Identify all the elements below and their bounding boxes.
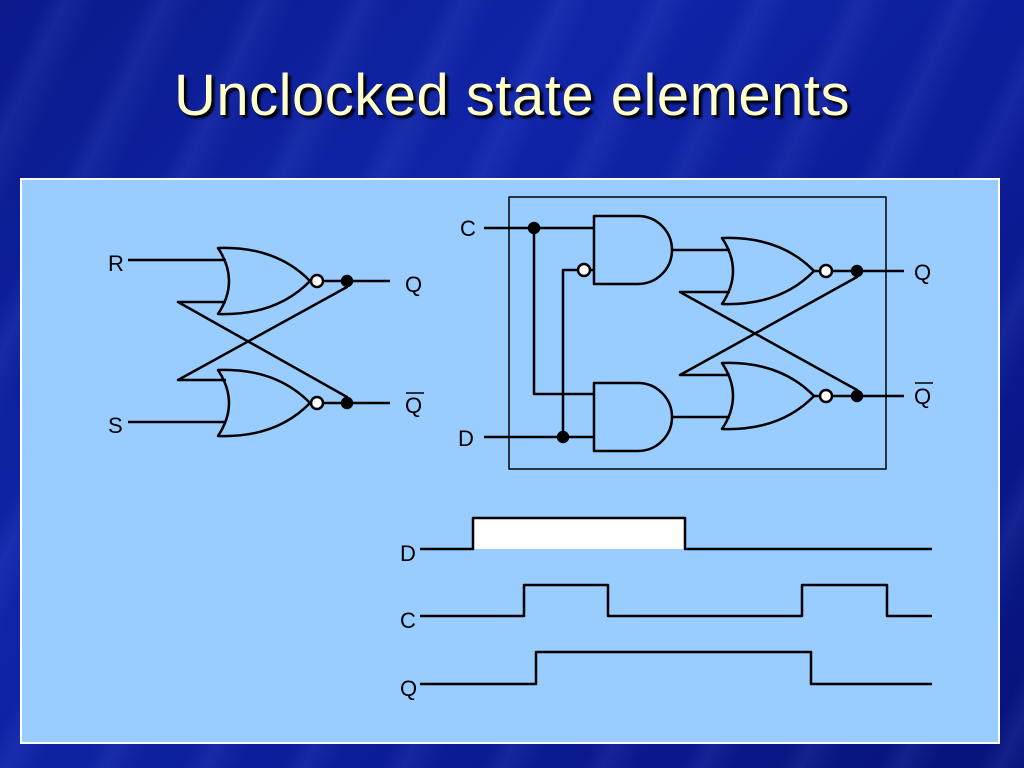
nor-gate-right-bottom [720, 361, 816, 431]
d-latch-boundary [508, 196, 887, 470]
wire-dl-feedback-q [678, 271, 859, 377]
inverter-bubble-bottom [309, 395, 325, 411]
label-timing-q: Q [400, 676, 417, 701]
nor-gate-bottom [216, 368, 312, 438]
label-c: C [460, 216, 476, 241]
label-dl-qbar: Q [914, 384, 931, 409]
wire-d-to-upper-and [561, 268, 578, 437]
label-dl-q: Q [914, 260, 931, 285]
waveform-c [420, 583, 932, 618]
label-timing-d: D [400, 541, 416, 566]
label-timing-c: C [400, 608, 416, 633]
and-gate-bottom [592, 381, 674, 453]
inverter-bubble-right-bottom [818, 388, 834, 404]
timing-diagram [420, 516, 932, 686]
diagram-panel [20, 178, 1000, 744]
label-s: S [108, 413, 123, 438]
waveform-q [420, 650, 932, 686]
d-latch [484, 196, 904, 470]
and-gate-top [592, 214, 674, 286]
inverter-bubble-d [576, 262, 592, 278]
d-pulse-fill [473, 518, 685, 549]
waveform-d [420, 516, 932, 551]
nor-gate-right-top [720, 236, 816, 306]
wire-feedback-q [176, 281, 349, 382]
wire-c-to-lower-and [532, 228, 594, 396]
label-sr-qbar: Q [405, 393, 422, 418]
wire-feedback-qbar [176, 300, 349, 403]
label-r: R [108, 251, 124, 276]
wire-dl-feedback-qbar [678, 290, 859, 396]
label-sr-q: Q [405, 272, 422, 297]
inverter-bubble-right-top [818, 263, 834, 279]
sr-latch [128, 246, 390, 438]
slide-title: Unclocked state elements [173, 63, 851, 128]
nor-gate-top [216, 246, 312, 316]
inverter-bubble-top [309, 273, 325, 289]
label-d: D [458, 426, 474, 451]
